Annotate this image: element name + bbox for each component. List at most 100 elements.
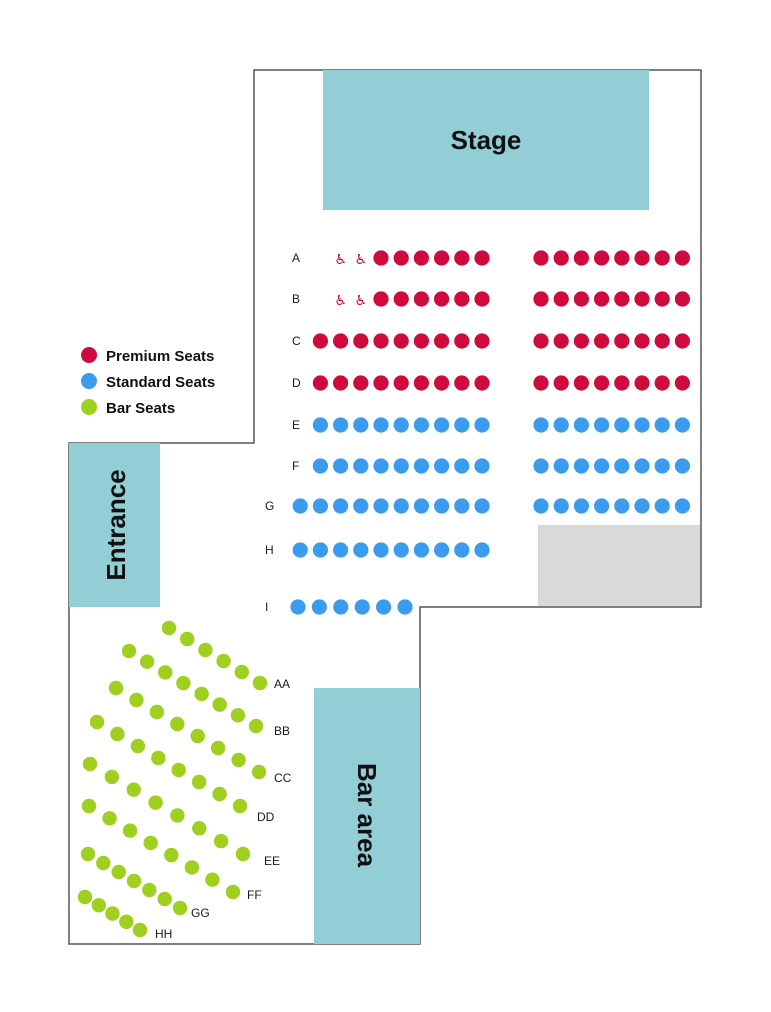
bar-seat[interactable]	[212, 786, 227, 802]
seat[interactable]	[373, 291, 389, 307]
seat[interactable]	[454, 542, 470, 558]
seat[interactable]	[654, 417, 670, 433]
seat[interactable]	[573, 333, 590, 349]
seat[interactable]	[654, 291, 670, 307]
bar-seat[interactable]	[139, 654, 155, 669]
seat[interactable]	[614, 250, 630, 266]
seat[interactable]	[634, 458, 650, 474]
seat[interactable]	[573, 250, 590, 266]
seat[interactable]	[413, 542, 429, 558]
seat[interactable]	[434, 458, 450, 474]
seat[interactable]	[594, 417, 610, 433]
seat[interactable]	[634, 291, 650, 307]
bar-seat[interactable]	[102, 811, 117, 826]
seat[interactable]	[312, 458, 328, 474]
wheelchair-icon[interactable]: ♿	[355, 252, 368, 268]
seat[interactable]	[533, 458, 549, 474]
seat[interactable]	[373, 417, 389, 433]
seat[interactable]	[434, 250, 450, 266]
bar-seat[interactable]	[172, 900, 188, 916]
bar-seat[interactable]	[161, 620, 177, 636]
seat[interactable]	[674, 333, 691, 349]
bar-seat[interactable]	[111, 864, 126, 880]
seat[interactable]	[634, 250, 650, 266]
bar-seat[interactable]	[130, 738, 146, 754]
seat[interactable]	[311, 599, 327, 615]
seat[interactable]	[474, 542, 490, 558]
seat[interactable]	[674, 250, 691, 266]
seat[interactable]	[413, 333, 429, 349]
bar-seat[interactable]	[210, 740, 226, 756]
seat[interactable]	[290, 599, 306, 615]
seat[interactable]	[454, 498, 470, 514]
seat[interactable]	[553, 250, 569, 266]
seat[interactable]	[292, 542, 308, 558]
seat[interactable]	[353, 333, 369, 349]
bar-seat[interactable]	[212, 697, 227, 712]
seat[interactable]	[674, 417, 691, 433]
seat[interactable]	[413, 458, 429, 474]
seat[interactable]	[573, 458, 590, 474]
seat[interactable]	[654, 375, 670, 391]
seat[interactable]	[413, 375, 429, 391]
bar-seat[interactable]	[157, 891, 172, 907]
seat[interactable]	[614, 333, 630, 349]
bar-seat[interactable]	[252, 675, 268, 691]
seat[interactable]	[312, 542, 328, 558]
bar-seat[interactable]	[143, 835, 158, 851]
seat[interactable]	[333, 375, 349, 391]
bar-seat[interactable]	[142, 882, 157, 898]
seat[interactable]	[393, 542, 409, 558]
bar-seat[interactable]	[80, 846, 96, 862]
seat[interactable]	[333, 458, 349, 474]
seat[interactable]	[573, 291, 590, 307]
bar-seat[interactable]	[158, 665, 173, 680]
bar-seat[interactable]	[151, 750, 166, 766]
seat[interactable]	[674, 458, 691, 474]
seat[interactable]	[373, 250, 389, 266]
seat[interactable]	[434, 375, 450, 391]
bar-seat[interactable]	[82, 756, 98, 772]
bar-seat[interactable]	[81, 798, 97, 814]
seat[interactable]	[533, 333, 549, 349]
seat[interactable]	[393, 458, 409, 474]
bar-seat[interactable]	[149, 704, 165, 720]
seat[interactable]	[413, 250, 429, 266]
bar-seat[interactable]	[230, 708, 246, 723]
seat[interactable]	[553, 375, 569, 391]
seat[interactable]	[654, 498, 670, 514]
seat[interactable]	[614, 375, 630, 391]
bar-seat[interactable]	[119, 914, 134, 929]
bar-seat[interactable]	[108, 680, 124, 696]
seat[interactable]	[393, 417, 409, 433]
seat[interactable]	[594, 250, 610, 266]
seat[interactable]	[454, 458, 470, 474]
seat[interactable]	[312, 375, 328, 391]
bar-seat[interactable]	[234, 664, 249, 680]
seat[interactable]	[614, 417, 630, 433]
seat[interactable]	[333, 417, 349, 433]
seat[interactable]	[353, 542, 369, 558]
wheelchair-icon[interactable]: ♿	[334, 252, 347, 268]
seat[interactable]	[373, 542, 389, 558]
bar-seat[interactable]	[180, 631, 195, 647]
seat[interactable]	[373, 375, 389, 391]
seat[interactable]	[654, 458, 670, 474]
seat[interactable]	[393, 498, 409, 514]
seat[interactable]	[594, 291, 610, 307]
seat[interactable]	[594, 458, 610, 474]
seat[interactable]	[654, 333, 670, 349]
bar-seat[interactable]	[205, 872, 220, 887]
seat[interactable]	[474, 333, 490, 349]
seat[interactable]	[454, 375, 470, 391]
wheelchair-icon[interactable]: ♿	[355, 293, 368, 309]
seat[interactable]	[533, 291, 549, 307]
seat[interactable]	[634, 498, 650, 514]
seat[interactable]	[474, 250, 490, 266]
seat[interactable]	[634, 333, 650, 349]
seat[interactable]	[373, 333, 389, 349]
seat[interactable]	[594, 375, 610, 391]
bar-seat[interactable]	[126, 873, 142, 889]
bar-seat[interactable]	[96, 855, 111, 871]
seat[interactable]	[373, 498, 389, 514]
